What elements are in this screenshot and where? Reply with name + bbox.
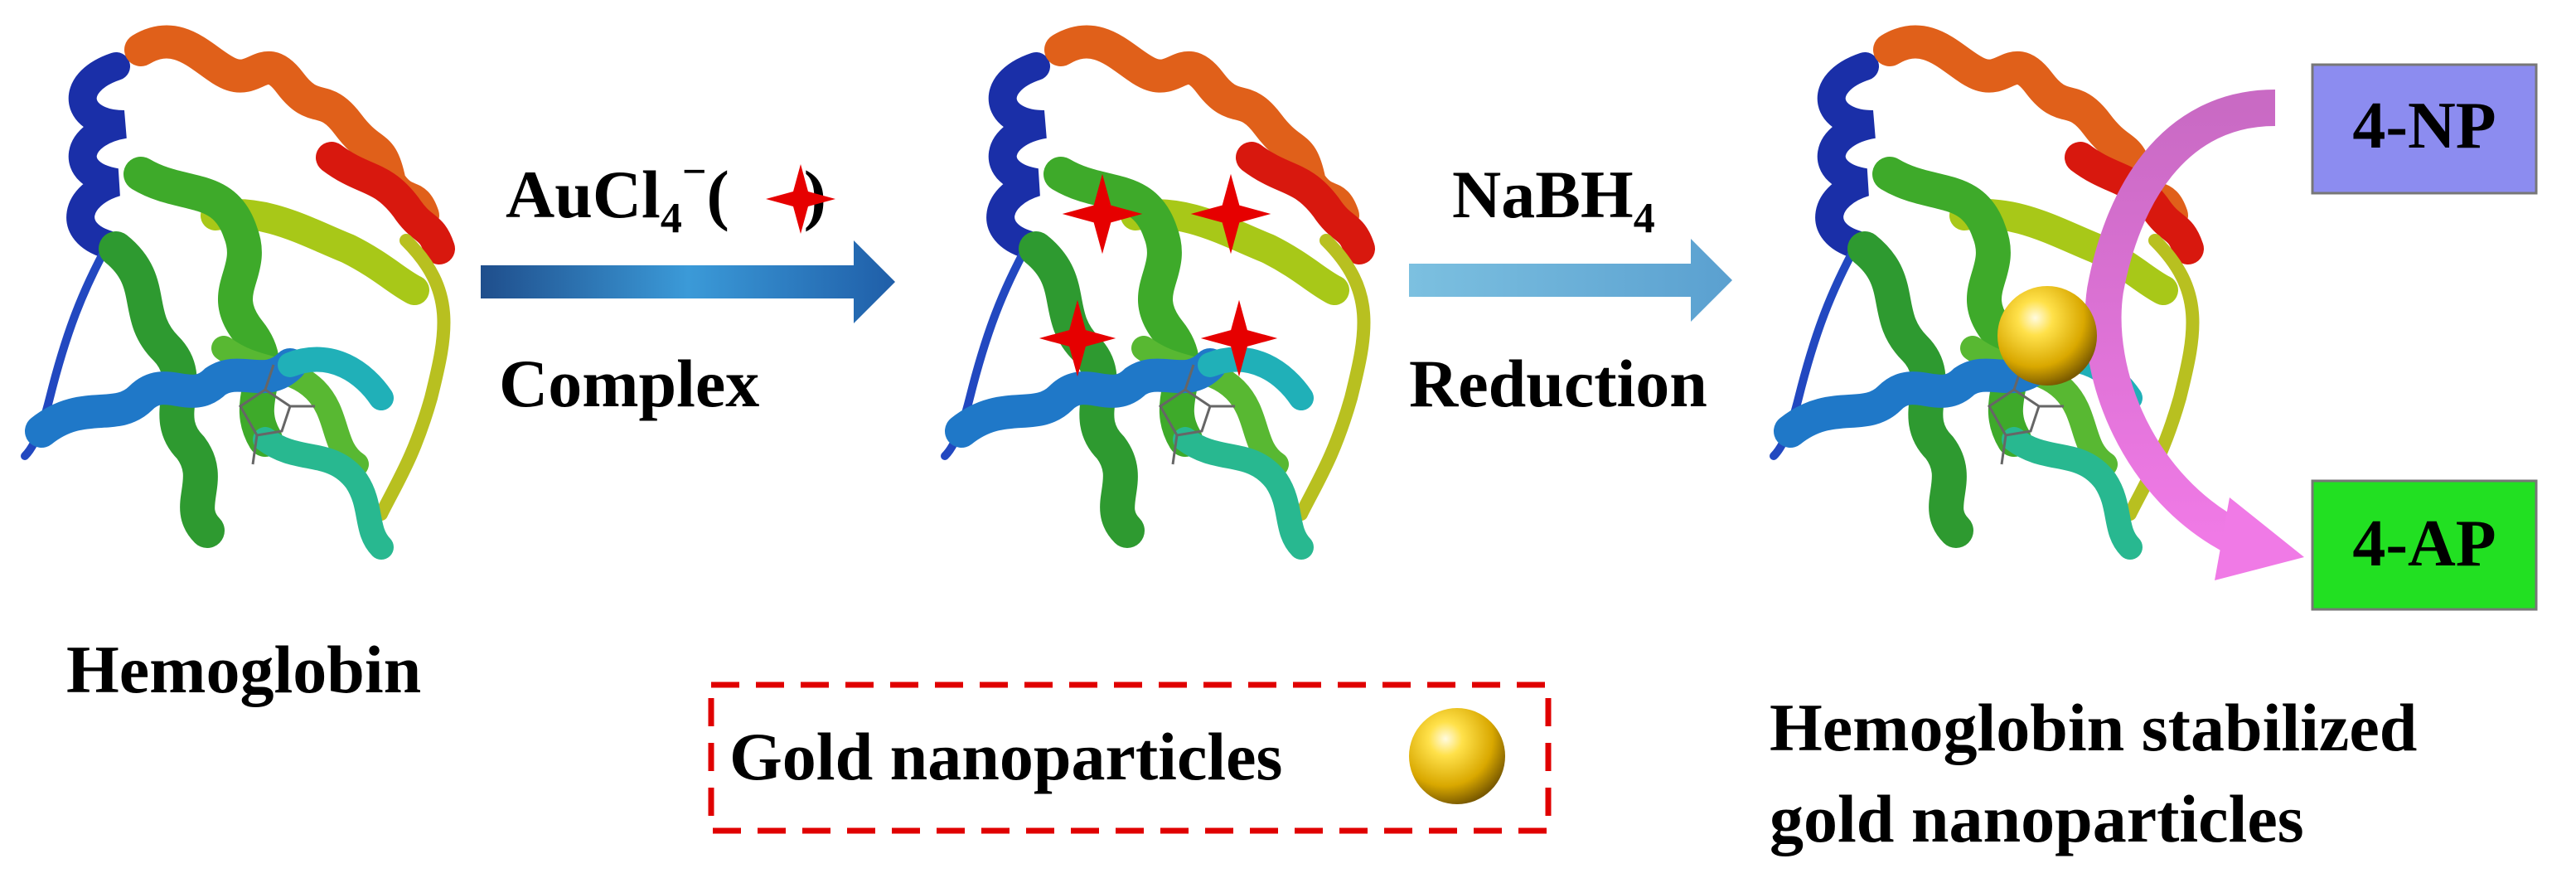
product-box — [2311, 479, 2538, 611]
legend-box — [708, 682, 1552, 834]
complex-arrow — [481, 240, 895, 323]
caption-hemoglobin: Hemoglobin — [66, 632, 421, 707]
gold-nanoparticle-legend-icon — [1409, 708, 1505, 804]
step1-label: Complex — [499, 346, 759, 421]
reactant-box — [2311, 63, 2538, 195]
reactant-label: 4-NP — [2352, 90, 2496, 163]
caption-product-line1: Hemoglobin stabilized — [1770, 690, 2417, 765]
hemoglobin-gold-structure — [1774, 42, 2192, 547]
product-label: 4-AP — [2352, 507, 2496, 580]
step2-label: Reduction — [1409, 346, 1707, 421]
caption-product-line2: gold nanoparticles — [1770, 781, 2304, 856]
catalysis-arrow — [2085, 90, 2304, 580]
step1-reagent: AuCl4−() — [506, 148, 826, 242]
hemoglobin-structure-1 — [25, 42, 443, 547]
gold-nanoparticle — [1997, 286, 2097, 386]
legend-label: Gold nanoparticles — [729, 719, 1282, 794]
step2-reagent: NaBH4 — [1452, 157, 1655, 242]
reduction-arrow — [1409, 239, 1732, 322]
hemoglobin-complex-structure — [945, 42, 1363, 547]
